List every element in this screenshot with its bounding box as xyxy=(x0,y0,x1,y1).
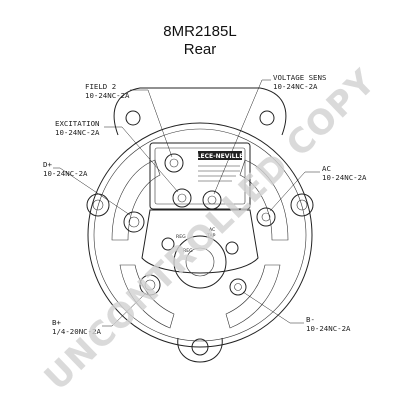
terminals xyxy=(123,153,276,296)
callout-voltage-sense-thread: 10-24NC-2A xyxy=(273,82,318,91)
rectifier-cover xyxy=(141,209,259,274)
callout-excitation-name: EXCITATION xyxy=(55,119,100,128)
side-lug-left-hole xyxy=(92,199,104,211)
watermark: UNCONTROLLED COPY xyxy=(37,62,384,399)
terminal-reg xyxy=(161,237,175,251)
callout-excitation-thread: 10-24NC-2A xyxy=(55,128,100,137)
callout-b-minus: B- 10-24NC-2A xyxy=(242,291,351,333)
bottom-boss xyxy=(177,337,223,363)
callout-ac-thread: 10-24NC-2A xyxy=(322,173,367,182)
vent-left xyxy=(111,159,161,241)
regulator-plate: LECE-NEVILLE xyxy=(149,142,251,210)
ear-hole-right xyxy=(259,110,275,126)
callout-voltage-sense-name: VOLTAGE SENS xyxy=(273,73,326,82)
terminal-d-plus xyxy=(123,211,145,233)
top-mounting-ear xyxy=(113,87,287,136)
side-lug-right xyxy=(290,193,314,217)
bottom-boss-hole xyxy=(191,338,209,356)
callout-b-plus-name: B+ xyxy=(52,318,61,327)
callout-field2-thread: 10-24NC-2A xyxy=(85,91,130,100)
callout-d-plus: D+ 10-24NC-2A xyxy=(43,160,131,216)
callout-d-plus-name: D+ xyxy=(43,160,52,169)
ac-tap-label-line1: AC xyxy=(209,227,215,233)
housing-outline xyxy=(87,122,313,348)
housing-inner-rim xyxy=(93,128,307,342)
callout-field2: FIELD 2 10-24NC-2A xyxy=(85,82,173,158)
callout-excitation: EXCITATION 10-24NC-2A xyxy=(55,119,179,193)
center-hub-inner xyxy=(185,247,215,277)
part-number-title: 8MR2185L xyxy=(163,23,236,40)
callout-b-plus: B+ 1/4-20NC-2A xyxy=(52,292,147,336)
alternator-body xyxy=(86,87,314,363)
brand-badge xyxy=(198,151,242,160)
center-hub xyxy=(173,235,227,289)
reg-label: REG xyxy=(176,234,186,240)
vent-lower-right xyxy=(225,264,281,329)
vent-lower-left xyxy=(119,264,175,329)
terminal-ac xyxy=(256,207,276,227)
ear-hole-left xyxy=(125,110,141,126)
reg-label-lower: REG xyxy=(183,248,193,254)
callout-b-minus-name: B- xyxy=(306,315,315,324)
brand-label: LECE-NEVILLE xyxy=(197,153,244,160)
terminal-excitation xyxy=(172,188,192,208)
callout-ac: AC 10-24NC-2A xyxy=(269,164,367,212)
callout-b-plus-thread: 1/4-20NC-2A xyxy=(52,327,101,336)
view-subtitle: Rear xyxy=(184,41,217,58)
terminal-b-plus xyxy=(139,274,161,296)
side-lug-left xyxy=(86,193,110,217)
callout-ac-name: AC xyxy=(322,164,331,173)
terminal-field2 xyxy=(164,153,184,173)
callout-b-minus-thread: 10-24NC-2A xyxy=(306,324,351,333)
ac-tap-label-line2: TAP xyxy=(206,233,216,239)
terminal-ac-tap xyxy=(225,241,239,255)
callout-voltage-sense: VOLTAGE SENS 10-24NC-2A xyxy=(213,73,326,195)
terminal-b-minus xyxy=(229,278,247,296)
terminal-voltage-sense xyxy=(202,190,222,210)
callout-field2-name: FIELD 2 xyxy=(85,82,116,91)
callout-d-plus-thread: 10-24NC-2A xyxy=(43,169,88,178)
side-lug-right-hole xyxy=(296,199,308,211)
